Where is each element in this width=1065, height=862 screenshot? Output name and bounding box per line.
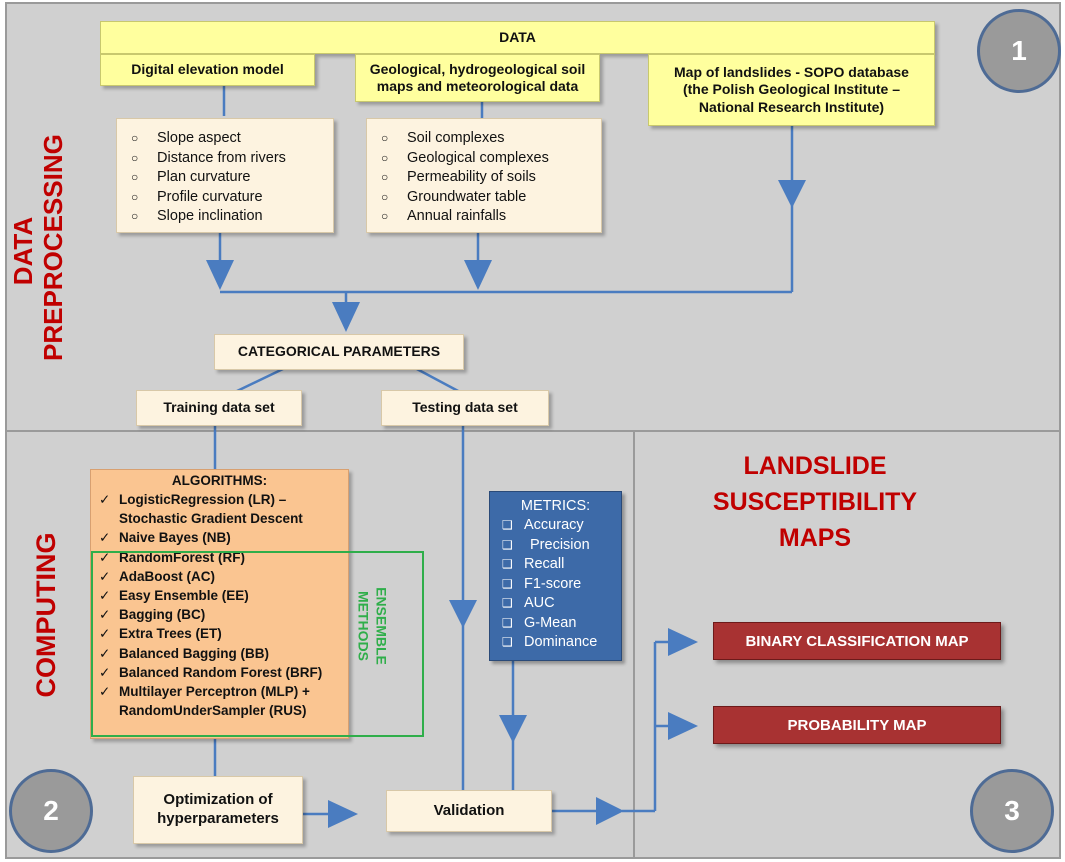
list-item: ❑AUC (502, 595, 555, 611)
testing-set-box: Testing data set (381, 390, 549, 426)
list-item: ✓Easy Ensemble (EE) (99, 588, 249, 604)
list-item: ✓Balanced Bagging (BB) (99, 645, 270, 661)
algorithms-box: ALGORITHMS: ✓LogisticRegression (LR) – S… (90, 469, 349, 739)
algorithm-label: Naive Bayes (NB) (119, 530, 231, 546)
metric-label: Precision (530, 536, 590, 553)
preprocessing-title-line2: PREPROCESSING (37, 134, 68, 361)
list-item: ❑Recall (502, 556, 565, 572)
list-item: ❑Accuracy (502, 517, 584, 533)
feature-label: Slope aspect (157, 130, 241, 146)
list-item: ○Groundwater table (381, 188, 527, 205)
algorithm-label: Balanced Bagging (BB) (119, 645, 270, 661)
metrics-box: METRICS: ❑Accuracy ❑Precision ❑Recall ❑F… (489, 491, 622, 661)
step-3-badge: 3 (970, 769, 1054, 853)
list-item: ✓LogisticRegression (LR) – Stochastic Gr… (99, 492, 303, 527)
list-item: ✓Multilayer Perceptron (MLP) + RandomUnd… (99, 684, 310, 719)
algorithm-label: Balanced Random Forest (BRF) (119, 664, 323, 680)
list-item: ○Distance from rivers (131, 149, 286, 166)
list-item: ❑F1-score (502, 575, 582, 592)
metric-label: F1-score (524, 575, 582, 592)
maps-title-line3: MAPS (778, 524, 852, 552)
step-2-badge: 2 (9, 769, 93, 853)
list-item: ✓Bagging (BC) (99, 607, 206, 623)
geo-source-line2: maps and meteorological data (376, 78, 579, 94)
list-item: ○Permeability of soils (381, 169, 536, 185)
list-item: ○Profile curvature (131, 188, 263, 205)
ensemble-label-line2: METHODS (356, 590, 372, 661)
list-item: ○Annual rainfalls (381, 208, 507, 224)
list-item: ✓Naive Bayes (NB) (99, 530, 231, 546)
metrics-title: METRICS: (520, 498, 591, 514)
list-item: ❑Dominance (502, 634, 598, 650)
step-1-badge: 1 (977, 9, 1061, 93)
ensemble-label-line1: ENSEMBLE (373, 587, 390, 665)
list-item: ✓RandomForest (RF) (99, 549, 245, 565)
feature-label: Plan curvature (157, 169, 251, 185)
data-header: DATA (100, 21, 935, 54)
metric-label: G-Mean (524, 614, 577, 631)
landslides-source: Map of landslides - SOPO database (the P… (648, 54, 935, 126)
geo-features-list: ○Soil complexes ○Geological complexes ○P… (366, 118, 602, 233)
list-item: ❑Precision (502, 536, 590, 553)
feature-label: Distance from rivers (157, 149, 286, 166)
validation-box: Validation (386, 790, 552, 832)
optimization-box: Optimization of hyperparameters (133, 776, 303, 844)
feature-label: Soil complexes (407, 130, 505, 146)
feature-label: Slope inclination (157, 208, 263, 224)
metric-label: AUC (524, 595, 555, 611)
list-item: ✓Balanced Random Forest (BRF) (99, 664, 323, 680)
algorithm-label: Multilayer Perceptron (MLP) + RandomUnde… (119, 684, 310, 719)
categorical-parameters-box: CATEGORICAL PARAMETERS (214, 334, 464, 370)
list-item: ○Slope aspect (131, 130, 241, 146)
feature-label: Geological complexes (407, 149, 549, 166)
preprocessing-title-line1: DATA (8, 216, 38, 286)
landslides-source-line1: Map of landslides - SOPO database (674, 63, 909, 80)
landslides-source-line2: (the Polish Geological Institute – (682, 81, 901, 98)
algorithm-label: LogisticRegression (LR) – Stochastic Gra… (119, 492, 303, 527)
training-set-box: Training data set (136, 390, 302, 426)
list-item: ○Plan curvature (131, 169, 251, 185)
algorithm-label: Bagging (BC) (119, 607, 206, 623)
algorithm-label: Extra Trees (ET) (119, 626, 222, 642)
metric-label: Accuracy (524, 517, 584, 533)
maps-title-line2: SUSCEPTIBILITY (712, 488, 918, 516)
computing-title: COMPUTING (31, 532, 61, 698)
list-item: ✓Extra Trees (ET) (99, 626, 222, 642)
maps-title-line1: LANDSLIDE (743, 452, 887, 480)
algorithms-title: ALGORITHMS: (171, 473, 268, 488)
dem-source: Digital elevation model (100, 54, 315, 86)
optimization-line2: hyperparameters (157, 810, 279, 827)
ensemble-methods-group (91, 551, 424, 737)
feature-label: Permeability of soils (407, 169, 536, 185)
geo-source: Geological, hydrogeological soil maps an… (355, 54, 600, 102)
ensemble-methods-label: ENSEMBLE METHODS (322, 566, 422, 686)
list-item: ○Soil complexes (381, 130, 505, 146)
list-item: ○Geological complexes (381, 149, 549, 166)
feature-label: Groundwater table (407, 188, 527, 205)
algorithm-label: AdaBoost (AC) (119, 568, 215, 584)
list-item: ○Slope inclination (131, 208, 263, 224)
binary-classification-map-box: BINARY CLASSIFICATION MAP (713, 622, 1001, 660)
list-item: ✓AdaBoost (AC) (99, 568, 215, 584)
algorithm-label: RandomForest (RF) (119, 549, 245, 565)
feature-label: Profile curvature (157, 188, 263, 205)
geo-source-line1: Geological, hydrogeological soil (369, 60, 586, 77)
landslides-source-line3: National Research Institute) (698, 98, 885, 115)
feature-label: Annual rainfalls (407, 208, 507, 224)
dem-features-list: ○Slope aspect ○Distance from rivers ○Pla… (116, 118, 334, 233)
metric-label: Recall (524, 556, 565, 572)
optimization-line1: Optimization of (163, 791, 273, 809)
preprocessing-title: DATA PREPROCESSING (8, 134, 69, 361)
algorithm-label: Easy Ensemble (EE) (119, 588, 249, 604)
probability-map-box: PROBABILITY MAP (713, 706, 1001, 744)
metric-label: Dominance (524, 634, 598, 650)
list-item: ❑G-Mean (502, 614, 577, 631)
maps-title: LANDSLIDE SUSCEPTIBILITY MAPS (695, 448, 935, 556)
